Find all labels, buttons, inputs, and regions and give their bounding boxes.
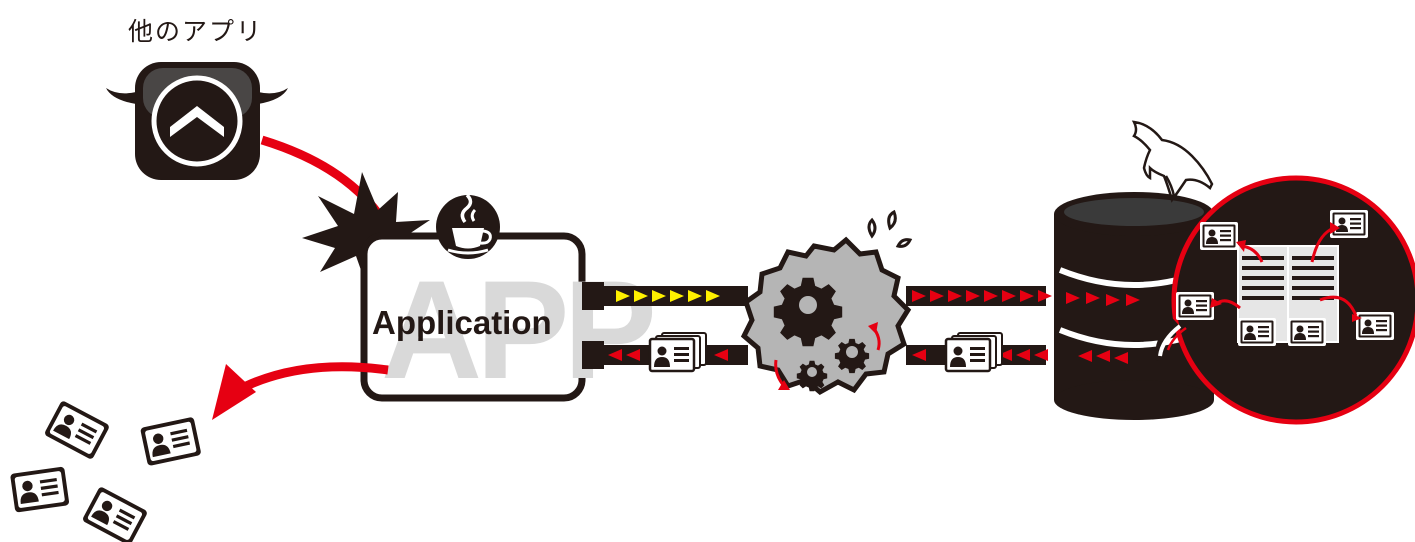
id-card-icon: [1288, 318, 1326, 346]
java-coffee-icon: [436, 195, 500, 259]
id-card-icon: [1176, 292, 1214, 320]
id-card-icon: [1356, 312, 1394, 340]
application-box: APP Application: [364, 236, 652, 408]
card-stack-icon: [650, 333, 706, 371]
dolphin-icon: [1134, 122, 1212, 200]
processing-gear: [744, 240, 908, 392]
bull-app-icon: [106, 62, 288, 180]
card-stack-icon: [946, 333, 1002, 371]
id-card-icon: [1238, 318, 1276, 346]
sweat-drops: [869, 212, 910, 246]
id-card-icon: [140, 417, 202, 466]
application-title: Application: [372, 304, 552, 341]
id-card-icon: [82, 486, 149, 542]
leaked-cards: [10, 400, 202, 542]
id-card-icon: [44, 400, 111, 460]
id-card-icon: [10, 466, 69, 512]
id-card-icon: [1330, 210, 1368, 238]
id-card-icon: [1200, 222, 1238, 250]
